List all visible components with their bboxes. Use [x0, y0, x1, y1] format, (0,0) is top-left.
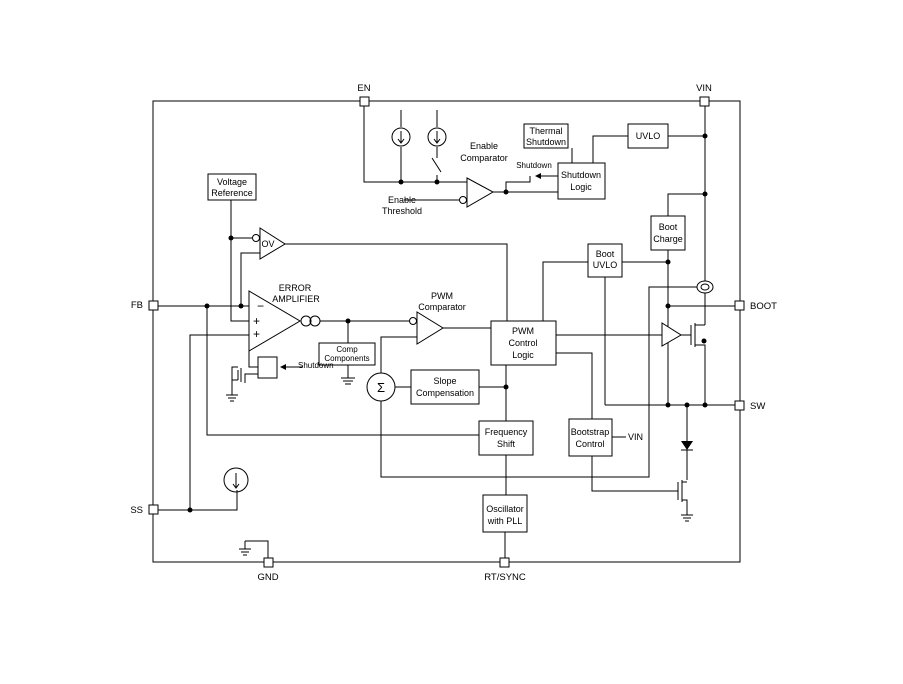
boot-pin-label: BOOT — [750, 301, 777, 312]
shutdown-arrow-label: Shutdown — [516, 161, 552, 170]
ea-plus1-label: + — [253, 314, 260, 328]
sw-pin-label: SW — [750, 401, 765, 412]
error-amplifier-label-1: ERROR — [279, 283, 312, 293]
high-side-mosfet-icon — [681, 323, 696, 347]
ss-current-source-icon — [223, 467, 249, 493]
enable-threshold-label-1: Enable — [388, 195, 416, 205]
rtsync-pin — [499, 557, 510, 568]
enable-comparator-label-2: Comparator — [460, 153, 508, 163]
frequency-shift-label-1: Frequency — [485, 427, 528, 437]
en-pin — [359, 96, 370, 107]
pwm-control-logic-label-2: Control — [508, 338, 537, 348]
frequency-shift-block — [478, 420, 534, 456]
shutdown-logic-label-2: Logic — [570, 182, 592, 192]
thermal-shutdown-label-1: Thermal — [529, 126, 562, 136]
pwm-control-logic-label-3: Logic — [512, 350, 534, 360]
rtsync-pin-label: RT/SYNC — [484, 572, 526, 583]
uvlo-label: UVLO — [636, 131, 661, 141]
oscillator-block — [482, 494, 528, 533]
bootstrap-vin-label: VIN — [628, 432, 643, 442]
shutdown-buffer-block — [257, 356, 278, 379]
boot-uvlo-label-1: Boot — [596, 249, 615, 259]
ss-mosfet-icon — [237, 368, 242, 382]
vin-pin-label: VIN — [696, 83, 712, 94]
thermal-shutdown-block — [523, 123, 569, 149]
sw-pin — [734, 400, 745, 411]
enable-comparator-icon — [466, 177, 495, 208]
boot-uvlo-block — [587, 243, 623, 278]
en-pin-label: EN — [357, 83, 370, 94]
oscillator-label-2: with PLL — [487, 516, 523, 526]
fb-pin-label: FB — [131, 300, 143, 311]
vin-pin — [699, 96, 710, 107]
diode-icon — [681, 441, 693, 450]
enable-switch-icon — [431, 157, 442, 182]
bootstrap-control-label-1: Bootstrap — [571, 427, 610, 437]
voltage-reference-label-2: Reference — [211, 188, 253, 198]
error-amplifier-icon — [248, 290, 301, 352]
current-source-icon — [391, 127, 411, 147]
sigma-label: Σ — [377, 380, 385, 395]
gnd-pin-label: GND — [257, 572, 278, 583]
comp-components-label-1: Comp — [336, 345, 358, 354]
ov-comparator-icon — [259, 227, 286, 260]
error-amplifier-label-2: AMPLIFIER — [272, 294, 320, 304]
current-arrow-icon — [397, 131, 405, 144]
ground-icon — [341, 365, 355, 385]
boot-charge-block — [650, 215, 686, 251]
thermal-shutdown-label-2: Shutdown — [526, 137, 566, 147]
gate-driver-icon — [661, 322, 682, 347]
shutdown-logic-label-1: Shutdown — [561, 170, 601, 180]
pwm-comparator-label-1: PWM — [431, 291, 453, 301]
boot-pin — [734, 300, 745, 311]
pwm-comparator-label-2: Comparator — [418, 302, 466, 312]
slope-compensation-label-2: Compensation — [416, 388, 474, 398]
fb-pin — [148, 300, 159, 311]
comp-components-label-2: Components — [324, 354, 369, 363]
low-side-mosfet-icon — [677, 480, 683, 502]
uvlo-block — [627, 123, 669, 149]
bootstrap-control-label-2: Control — [575, 439, 604, 449]
pwm-control-logic-label-1: PWM — [512, 326, 534, 336]
ea-minus-label: − — [257, 299, 264, 313]
ea-plus2-label: + — [253, 327, 260, 341]
comp-components-block — [318, 342, 376, 366]
voltage-reference-block — [207, 173, 257, 201]
bootstrap-control-block — [568, 418, 613, 457]
pwm-control-logic-block — [490, 320, 557, 366]
slope-compensation-label-1: Slope — [433, 376, 456, 386]
ground-icon — [239, 541, 251, 556]
gnd-pin — [263, 557, 274, 568]
pwm-comparator-icon — [416, 311, 444, 345]
current-arrow-icon — [433, 131, 441, 144]
boot-charge-label-2: Charge — [653, 234, 683, 244]
ic-boundary — [152, 100, 741, 563]
ov-label: OV — [261, 239, 274, 249]
boot-charge-label-1: Boot — [659, 222, 678, 232]
frequency-shift-label-2: Shift — [497, 439, 516, 449]
enable-comparator-label-1: Enable — [470, 141, 498, 151]
enable-threshold-label-2: Threshold — [382, 206, 422, 216]
shutdown-logic-block — [557, 162, 606, 200]
voltage-reference-label-1: Voltage — [217, 177, 247, 187]
slope-compensation-block — [410, 369, 480, 405]
oscillator-label-1: Oscillator — [486, 504, 524, 514]
current-source-icon — [427, 127, 447, 147]
ss-pin-label: SS — [130, 505, 143, 516]
ss-pin — [148, 504, 159, 515]
shutdown-small-label: Shutdown — [298, 361, 334, 370]
en-wire — [363, 106, 467, 183]
boot-uvlo-label-2: UVLO — [593, 260, 618, 270]
current-sense-icon — [696, 280, 714, 294]
